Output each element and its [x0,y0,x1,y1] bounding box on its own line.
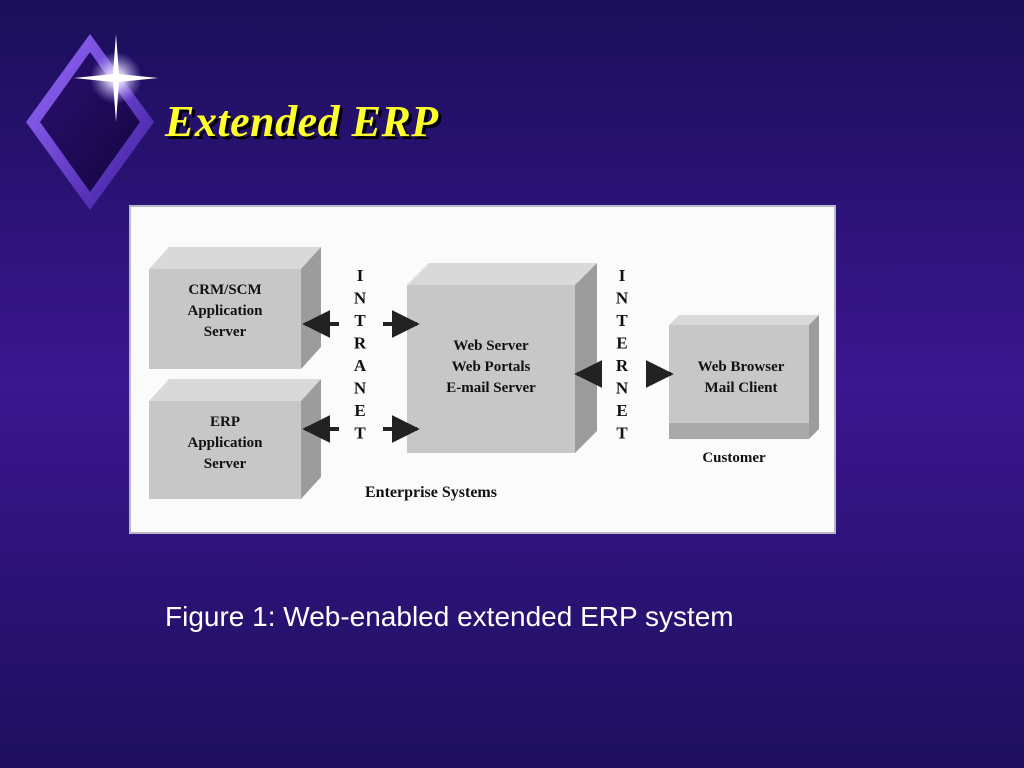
erp-diagram: CRM/SCM Application Server ERP Applicati… [149,247,819,501]
figure-caption: Figure 1: Web-enabled extended ERP syste… [165,601,734,632]
erp-server-label-1: ERP [210,414,240,430]
web-browser-box: Web Browser Mail Client [669,315,819,439]
web-browser-label-1: Web Browser [698,359,785,375]
web-server-label-2: Web Portals [452,359,531,375]
erp-server-box: ERP Application Server [149,379,321,499]
crm-scm-server-box: CRM/SCM Application Server [149,247,321,369]
web-server-label-1: Web Server [453,338,529,354]
enterprise-systems-label: Enterprise Systems [365,484,497,501]
crm-server-label-3: Server [204,324,247,340]
customer-label: Customer [702,450,766,466]
web-browser-label-2: Mail Client [705,380,778,396]
star-diamond-icon [26,34,158,210]
web-server-box: Web Server Web Portals E-mail Server [407,263,597,453]
erp-server-label-3: Server [204,456,247,472]
web-server-label-3: E-mail Server [446,380,536,396]
slide-title: Extended ERP [165,97,439,146]
crm-server-label-2: Application [187,303,263,319]
erp-diagram-figure: CRM/SCM Application Server ERP Applicati… [129,205,836,534]
crm-server-label-1: CRM/SCM [188,282,261,298]
erp-server-label-2: Application [187,435,263,451]
arrows [302,310,674,443]
